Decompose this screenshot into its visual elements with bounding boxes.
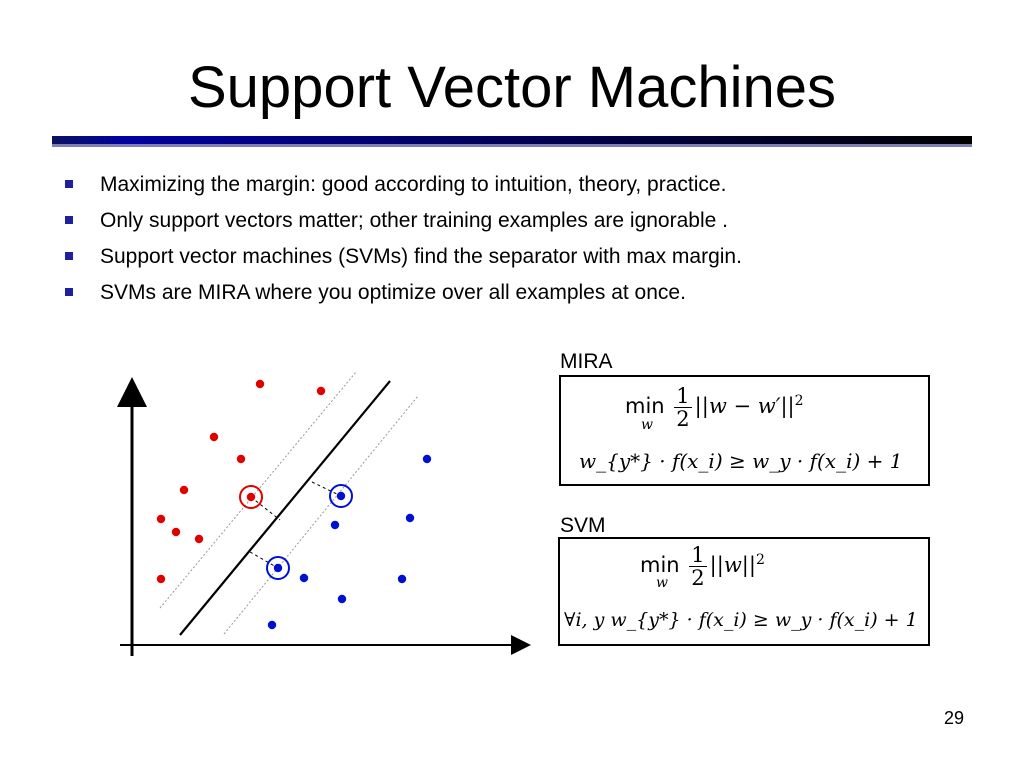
objective-expression: ||w − w′|| (694, 394, 795, 418)
blue-points (267, 454, 432, 630)
red-point (236, 454, 246, 464)
red-support-vector (246, 492, 256, 502)
red-point (156, 574, 166, 584)
svm-margin-diagram (117, 372, 531, 656)
blue-point (267, 620, 277, 630)
blue-point (330, 520, 340, 530)
separator-line (179, 380, 391, 636)
margin-line-left (159, 372, 357, 609)
fraction-numerator: 1 (689, 543, 707, 567)
blue-point (337, 594, 347, 604)
min-variable: w (656, 575, 668, 591)
red-point (179, 485, 189, 495)
bullet-item: Only support vectors matter; other train… (64, 204, 742, 240)
margin-distance-blue-top (311, 481, 342, 497)
red-point (316, 386, 326, 396)
margin-distance-red (250, 496, 281, 521)
mira-label: MIRA (560, 350, 613, 373)
objective-expression: ||w|| (709, 553, 756, 577)
title-divider-shadow (52, 144, 972, 147)
margin-line-right (223, 395, 419, 635)
title-divider (52, 136, 972, 145)
min-operator: min (640, 553, 680, 577)
blue-point (299, 573, 309, 583)
objective-power: 2 (794, 393, 804, 409)
svm-label: SVM (560, 514, 606, 537)
blue-point (405, 513, 415, 523)
page-number: 29 (943, 708, 964, 728)
red-point (255, 379, 265, 389)
fraction-denominator: 2 (691, 566, 705, 590)
objective-power: 2 (755, 552, 765, 568)
margin-distance-blue-bottom (249, 551, 279, 569)
red-point (194, 534, 204, 544)
bullet-item: Support vector machines (SVMs) find the … (64, 240, 742, 276)
blue-support-vector-ring (266, 556, 290, 580)
bullet-list: Maximizing the margin: good according to… (64, 168, 742, 312)
fraction-numerator: 1 (674, 384, 692, 408)
red-point (171, 527, 181, 537)
slide-title: Support Vector Machines (187, 55, 837, 120)
mira-constraint: w_{y*} · f(x_i) ≥ w_y · f(x_i) + 1 (579, 449, 903, 473)
square-bullet-icon (65, 216, 73, 224)
square-bullet-icon (65, 180, 73, 188)
bullet-item: Maximizing the margin: good according to… (64, 168, 742, 204)
bullet-text: Only support vectors matter; other train… (100, 209, 728, 232)
bullet-item: SVMs are MIRA where you optimize over al… (64, 276, 742, 312)
square-bullet-icon (65, 288, 73, 296)
svm-constraint: ∀i, y w_{y*} · f(x_i) ≥ w_y · f(x_i) + 1 (564, 609, 918, 631)
red-points (156, 379, 326, 584)
red-point (209, 432, 219, 442)
bullet-text: SVMs are MIRA where you optimize over al… (100, 281, 686, 304)
blue-point (422, 454, 432, 464)
blue-support-vector (273, 563, 283, 573)
red-point (156, 514, 166, 524)
blue-support-vector-ring (329, 484, 353, 508)
fraction-denominator: 2 (676, 407, 690, 431)
square-bullet-icon (65, 252, 73, 260)
red-support-vector-ring (239, 485, 263, 509)
blue-point (397, 574, 407, 584)
min-operator: min (625, 394, 665, 418)
bullet-text: Maximizing the margin: good according to… (100, 173, 727, 196)
min-variable: w (641, 417, 653, 433)
bullet-text: Support vector machines (SVMs) find the … (100, 245, 742, 268)
blue-support-vector (336, 491, 346, 501)
